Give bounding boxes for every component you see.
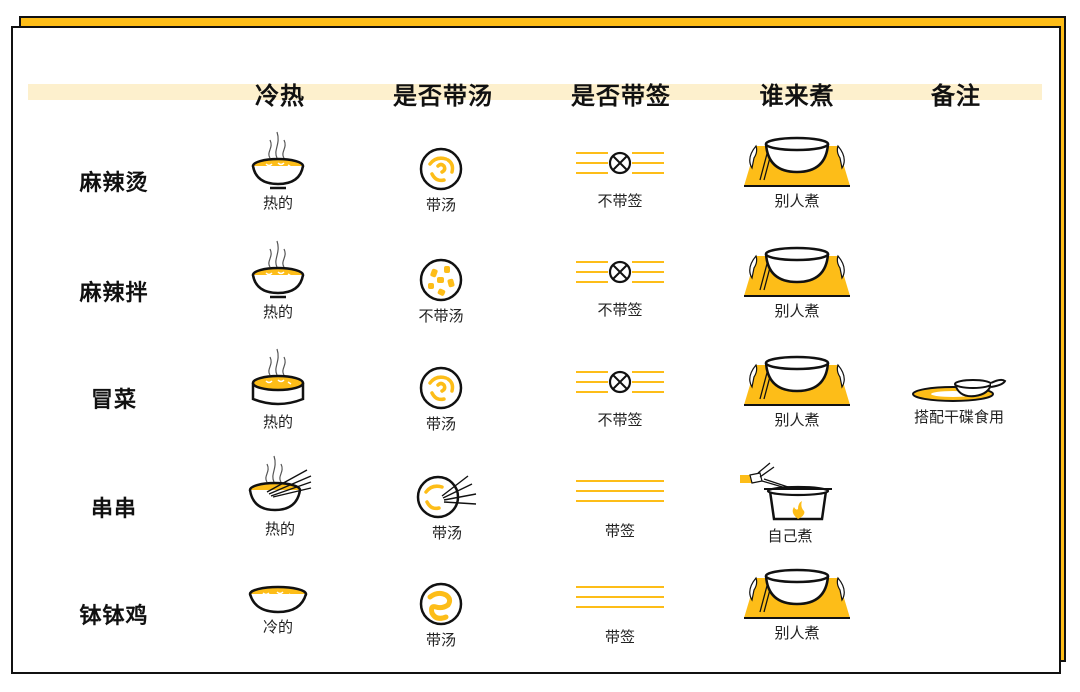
skewer-label: 带签: [604, 628, 635, 646]
row-label-chuanchuan: 串串: [90, 497, 138, 522]
temp-label: 热的: [262, 413, 293, 431]
dry-plate-icon: [419, 258, 463, 302]
cell-cook: 别人煮: [742, 355, 852, 430]
skewer-lines-icon: [576, 480, 664, 502]
row-label-bobochicken: 钵钵鸡: [79, 604, 149, 629]
cell-soup: 不带汤: [418, 257, 464, 326]
cell-cook: 别人煮: [742, 136, 852, 211]
served-bowl-icon: [744, 246, 850, 297]
skewer-label: 不带签: [597, 192, 643, 210]
cook-label: 自己煮: [767, 527, 813, 545]
cell-skewer: 带签: [576, 582, 664, 647]
soup-label: 不带汤: [418, 307, 464, 325]
steaming-bowl-icon: [251, 131, 305, 190]
cell-cook: 别人煮: [742, 568, 852, 643]
served-bowl-icon: [744, 568, 850, 619]
cell-temp: 热的: [248, 345, 308, 432]
steaming-bowl-skewers-icon: [248, 455, 312, 512]
col-header-soup: 是否带汤: [393, 82, 493, 110]
header-band: [28, 84, 1042, 100]
cell-temp: 热的: [247, 452, 313, 539]
skewer-label: 不带签: [597, 301, 643, 319]
cell-soup: 带汤: [418, 581, 464, 650]
steaming-pot-icon: [251, 348, 305, 406]
soup-label: 带汤: [425, 415, 456, 433]
cell-temp: 热的: [248, 237, 308, 322]
cook-label: 别人煮: [774, 411, 820, 429]
temp-label: 冷的: [262, 618, 293, 636]
col-header-temp: 冷热: [255, 82, 305, 110]
temp-label: 热的: [262, 303, 293, 321]
cell-skewer: 不带签: [576, 367, 664, 430]
cell-note: 搭配干碟食用: [911, 374, 1007, 427]
skewer-label: 带签: [604, 522, 635, 540]
row-label-malatang: 麻辣烫: [79, 171, 149, 196]
temp-label: 热的: [264, 520, 295, 538]
cook-label: 别人煮: [774, 624, 820, 642]
soup-plate-skewers-icon: [416, 475, 477, 519]
served-bowl-icon: [744, 136, 850, 187]
cook-label: 别人煮: [774, 302, 820, 320]
soup-plate-icon: [419, 147, 463, 191]
cook-label: 别人煮: [774, 192, 820, 210]
cell-cook: 自己煮: [740, 461, 840, 546]
col-header-cook: 谁来煮: [759, 82, 835, 110]
no-skewer-icon: [576, 151, 664, 175]
soup-plate-icon: [419, 366, 463, 410]
cell-soup: 带汤: [416, 472, 478, 543]
skewer-label: 不带签: [597, 411, 643, 429]
soup-label: 带汤: [431, 524, 462, 542]
served-bowl-icon: [744, 355, 850, 406]
cold-bowl-icon: [248, 585, 308, 614]
soup-label: 带汤: [425, 196, 456, 214]
hotpot-self-cook-icon: [740, 462, 832, 521]
comparison-card: [11, 26, 1061, 674]
cell-temp: 热的: [248, 128, 308, 213]
cell-cook: 别人煮: [742, 246, 852, 321]
cell-skewer: 不带签: [576, 257, 664, 320]
no-skewer-icon: [576, 370, 664, 394]
cell-skewer: 带签: [576, 476, 664, 541]
cell-temp: 冷的: [247, 584, 309, 637]
soup-plate-icon: [419, 582, 463, 626]
cell-skewer: 不带签: [576, 148, 664, 211]
cell-soup: 带汤: [418, 146, 464, 215]
cell-soup: 带汤: [418, 365, 464, 434]
col-header-note: 备注: [931, 82, 981, 110]
col-header-skewer: 是否带签: [571, 82, 671, 110]
note-label: 搭配干碟食用: [913, 408, 1004, 426]
dip-dish-icon: [912, 378, 1007, 402]
steaming-bowl-icon: [251, 240, 305, 299]
skewer-lines-icon: [576, 586, 664, 608]
soup-label: 带汤: [425, 631, 456, 649]
row-label-maocai: 冒菜: [90, 388, 138, 413]
row-label-malaban: 麻辣拌: [79, 281, 149, 306]
no-skewer-icon: [576, 260, 664, 284]
temp-label: 热的: [262, 194, 293, 212]
